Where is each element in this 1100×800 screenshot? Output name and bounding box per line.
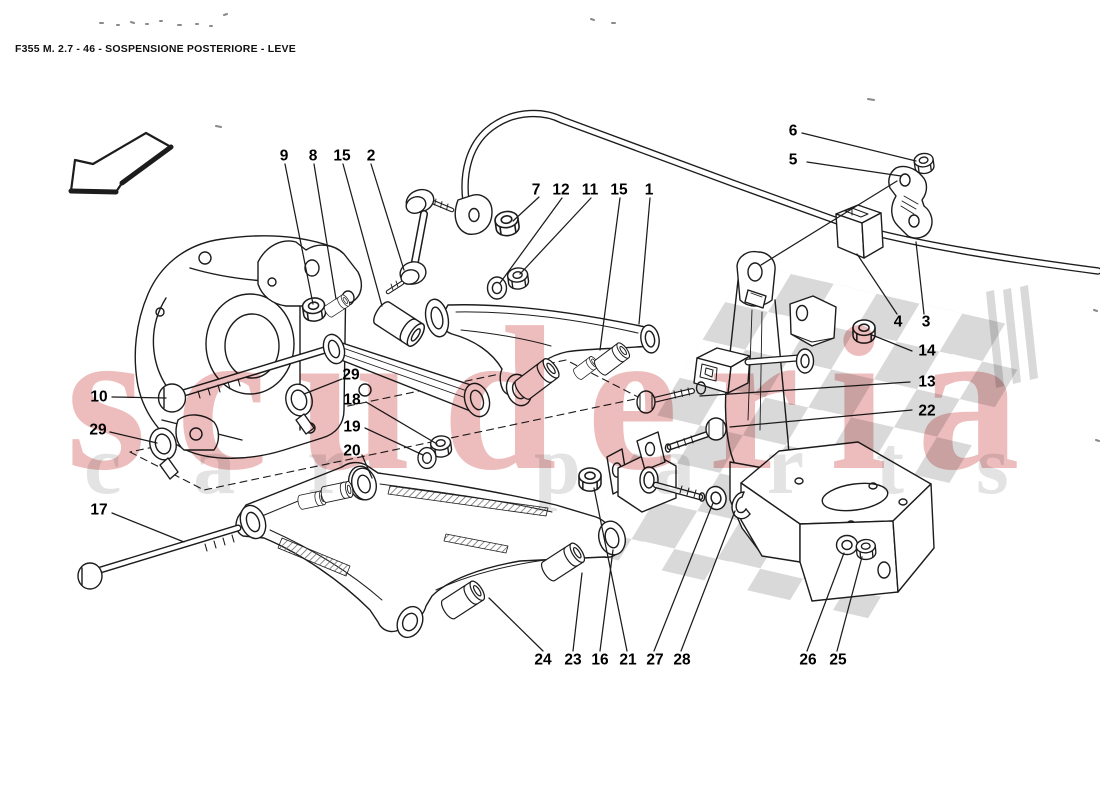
callout-9: 9 bbox=[279, 147, 289, 165]
circlip-28 bbox=[731, 491, 751, 520]
callout-8: 8 bbox=[308, 147, 318, 165]
callout-13: 13 bbox=[918, 373, 936, 391]
bushing-clamp-right bbox=[285, 383, 315, 435]
callout-6: 6 bbox=[788, 122, 798, 140]
pivot-bolt-lower bbox=[77, 524, 242, 590]
drop-link bbox=[385, 188, 455, 295]
callout-29-right: 29 bbox=[342, 366, 360, 384]
washer-19 bbox=[417, 446, 437, 470]
anti-roll-bar bbox=[454, 109, 1100, 275]
callout-14: 14 bbox=[918, 342, 936, 360]
callout-24: 24 bbox=[534, 651, 552, 669]
bushing-20-flange bbox=[350, 467, 378, 501]
nut-14 bbox=[852, 319, 876, 344]
callout-22: 22 bbox=[918, 402, 936, 420]
callout-1: 1 bbox=[644, 181, 654, 199]
bushing-15-rear-small bbox=[571, 354, 601, 382]
callout-18: 18 bbox=[343, 391, 361, 409]
callout-10: 10 bbox=[90, 388, 108, 406]
callout-15-b: 15 bbox=[610, 181, 628, 199]
callout-11: 11 bbox=[581, 181, 599, 199]
post-top-bracket bbox=[789, 295, 837, 347]
page-title: F355 M. 2.7 - 46 - SOSPENSIONE POSTERIOR… bbox=[15, 43, 296, 55]
callout-28: 28 bbox=[673, 651, 691, 669]
direction-arrow-icon bbox=[68, 131, 174, 195]
nut-7 bbox=[493, 209, 521, 238]
callout-4: 4 bbox=[893, 313, 903, 331]
callout-12: 12 bbox=[552, 181, 570, 199]
chassis-box-mount bbox=[740, 441, 935, 602]
bushing-clamp-left bbox=[149, 427, 179, 480]
leader-lines bbox=[109, 132, 925, 652]
nut-9 bbox=[300, 295, 328, 324]
washer-26 bbox=[835, 534, 859, 556]
callout-29-left: 29 bbox=[89, 421, 107, 439]
callout-3: 3 bbox=[921, 313, 931, 331]
callout-21: 21 bbox=[619, 651, 637, 669]
callout-5: 5 bbox=[788, 151, 798, 169]
bolt-13 bbox=[636, 387, 695, 414]
nut-6 bbox=[912, 151, 936, 176]
callout-15-a: 15 bbox=[333, 147, 351, 165]
callout-16: 16 bbox=[591, 651, 609, 669]
clevis-bracket-assembly bbox=[606, 431, 706, 513]
callout-17: 17 bbox=[90, 501, 108, 519]
bushing-15-front bbox=[369, 298, 429, 350]
bar-bushing-block bbox=[835, 204, 884, 259]
bolt-22 bbox=[664, 417, 727, 453]
callout-23: 23 bbox=[564, 651, 582, 669]
callout-2: 2 bbox=[366, 147, 376, 165]
nut-11 bbox=[506, 266, 531, 291]
callout-25: 25 bbox=[829, 651, 847, 669]
washer-27 bbox=[702, 483, 730, 513]
washer-12 bbox=[486, 276, 508, 300]
callout-27: 27 bbox=[646, 651, 664, 669]
pivot-bolt-upper bbox=[157, 342, 342, 413]
pivot-block bbox=[693, 347, 815, 395]
bar-clamp-strap bbox=[888, 165, 933, 239]
callout-26: 26 bbox=[799, 651, 817, 669]
callout-19: 19 bbox=[343, 418, 361, 436]
flag-bars-watermark bbox=[986, 285, 1038, 388]
nut-25 bbox=[855, 538, 878, 561]
toe-link-tube bbox=[322, 333, 491, 418]
callout-7: 7 bbox=[531, 181, 541, 199]
scan-noise-specks bbox=[99, 13, 1100, 442]
nut-21 bbox=[578, 467, 602, 492]
callout-20: 20 bbox=[343, 442, 361, 460]
